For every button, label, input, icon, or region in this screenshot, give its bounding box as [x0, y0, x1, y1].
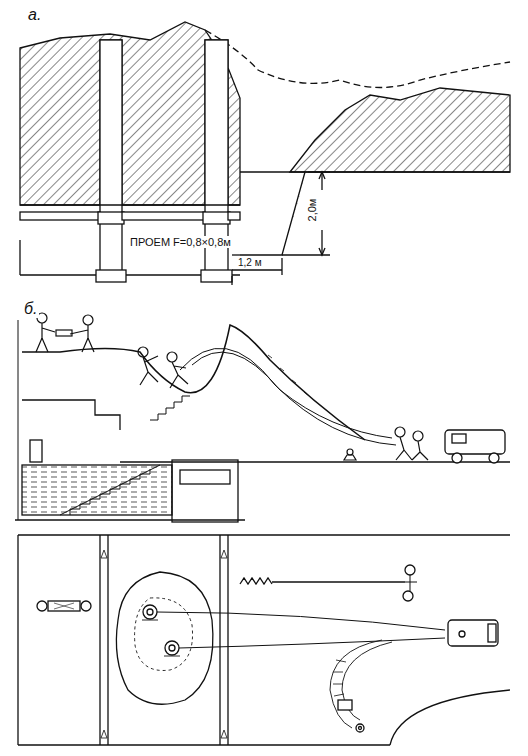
- plan-view: [18, 535, 510, 745]
- section-b: [15, 313, 510, 522]
- dimension-label: 1,2 м: [236, 257, 264, 268]
- part-letter: а.: [26, 6, 43, 24]
- part-letter: б.: [22, 300, 39, 318]
- dimension-label: 2,0м: [306, 197, 318, 224]
- dimension-label: ПРОЕМ F=0,8×0,8м: [128, 236, 233, 248]
- section-a: [20, 22, 510, 285]
